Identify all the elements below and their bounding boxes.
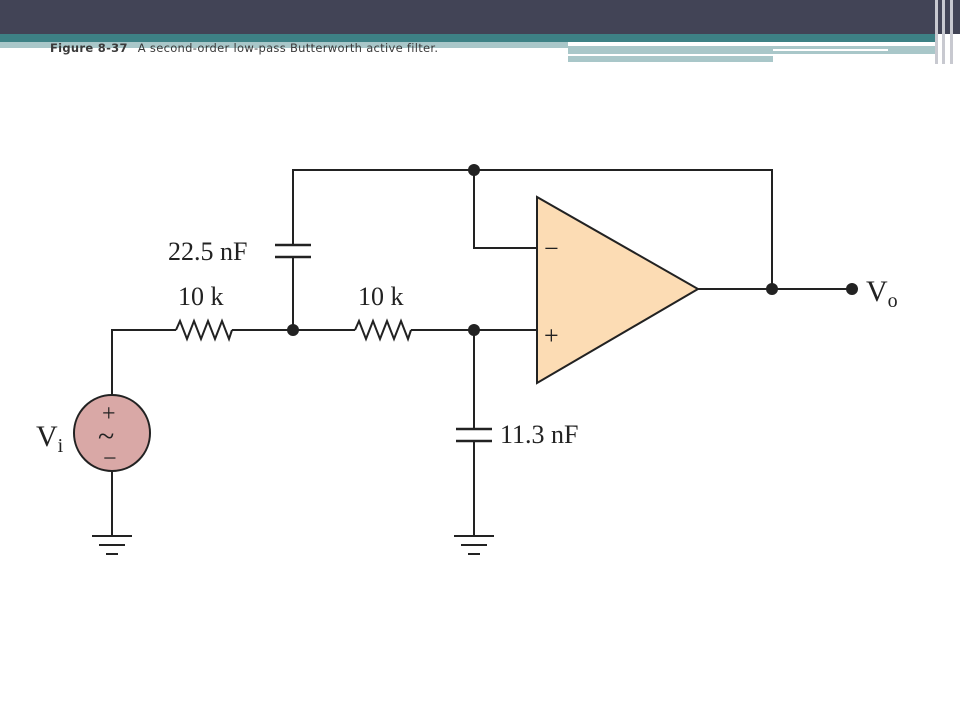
edge-line xyxy=(942,0,945,64)
feedback-capacitor-label: 22.5 nF xyxy=(168,237,247,266)
junctions xyxy=(287,164,858,336)
resistor-2 xyxy=(354,318,412,342)
resistor-1 xyxy=(175,318,233,342)
figure-caption: Figure 8-37 A second-order low-pass Butte… xyxy=(50,41,438,55)
input-subscript: i xyxy=(58,435,64,457)
opamp-minus-label: − xyxy=(544,234,559,263)
header-stripe-light xyxy=(0,42,568,48)
wires xyxy=(111,169,852,535)
edge-line xyxy=(935,0,938,64)
source-tilde-label: ~ xyxy=(98,420,114,453)
source-plus-label: + xyxy=(102,401,116,427)
feedback-capacitor xyxy=(275,243,311,259)
output-label: Vo xyxy=(866,275,898,312)
source-minus-label: − xyxy=(103,446,117,472)
resistor-1-label: 10 k xyxy=(178,282,224,311)
header-stripe xyxy=(0,34,935,42)
header-stripe-right xyxy=(568,42,935,64)
opamp-plus-label: + xyxy=(544,321,559,350)
output-subscript: o xyxy=(888,290,898,312)
ground-capacitor-label: 11.3 nF xyxy=(500,420,579,449)
edge-line xyxy=(950,0,953,64)
figure-description: A second-order low-pass Butterworth acti… xyxy=(137,41,439,55)
input-label: Vi xyxy=(36,420,64,457)
ground-symbol-left xyxy=(92,535,132,555)
ground-capacitor xyxy=(456,427,492,443)
figure-number: Figure 8-37 xyxy=(50,41,128,55)
resistor-2-label: 10 k xyxy=(358,282,404,311)
voltage-source xyxy=(73,394,151,472)
ground-symbol-right xyxy=(454,535,494,555)
title-bar xyxy=(0,0,960,34)
op-amp xyxy=(536,195,700,385)
